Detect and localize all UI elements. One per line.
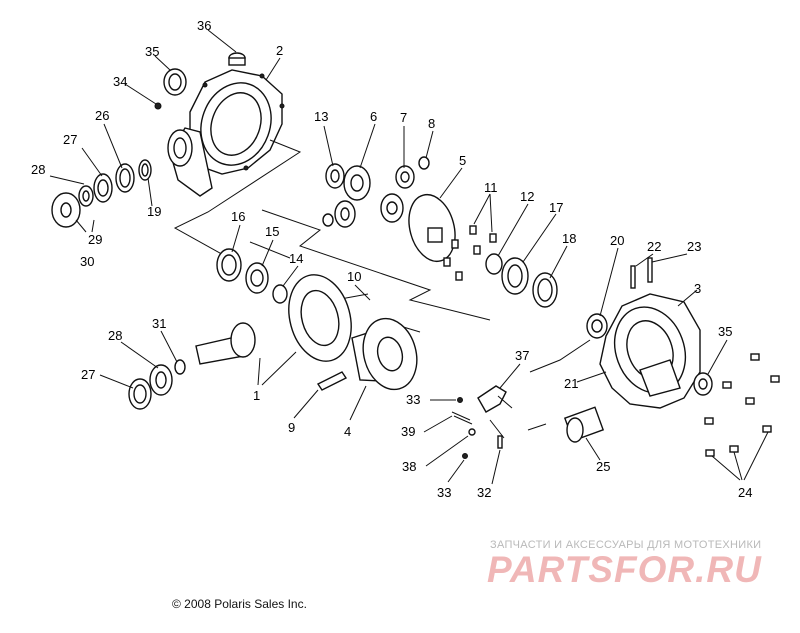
part-18-race[interactable] — [532, 272, 558, 308]
part-29-nut[interactable] — [78, 185, 94, 207]
label-33-lower: 33 — [437, 485, 451, 500]
label-12: 12 — [520, 189, 534, 204]
part-14-ring[interactable] — [272, 284, 288, 304]
label-18: 18 — [562, 231, 576, 246]
leader-lines — [49, 29, 769, 485]
part-8-washer[interactable] — [418, 156, 430, 170]
label-37: 37 — [515, 348, 529, 363]
label-27-front: 27 — [63, 132, 77, 147]
part-5-ring-plate[interactable] — [402, 189, 462, 266]
label-13: 13 — [314, 109, 328, 124]
part-35-seal-rear[interactable] — [693, 372, 713, 396]
part-19-spacer[interactable] — [138, 159, 152, 181]
part-34-vent[interactable] — [154, 102, 162, 110]
label-24: 24 — [738, 485, 752, 500]
copyright-notice: © 2008 Polaris Sales Inc. — [172, 597, 307, 611]
label-16: 16 — [231, 209, 245, 224]
part-38-pin[interactable] — [468, 428, 476, 436]
label-6: 6 — [370, 109, 377, 124]
label-3: 3 — [694, 281, 701, 296]
part-37-shift-fork[interactable] — [477, 385, 513, 413]
label-23: 23 — [687, 239, 701, 254]
label-22: 22 — [647, 239, 661, 254]
part-9-pin[interactable] — [316, 371, 348, 391]
label-28-rear: 28 — [108, 328, 122, 343]
part-7-pinion-gear[interactable] — [395, 165, 415, 189]
label-31: 31 — [152, 316, 166, 331]
label-14: 14 — [289, 251, 303, 266]
label-1: 1 — [253, 388, 260, 403]
part-25-actuator[interactable] — [563, 406, 605, 443]
label-34: 34 — [113, 74, 127, 89]
part-33-clip-b[interactable] — [462, 453, 468, 459]
label-36: 36 — [197, 18, 211, 33]
part-20-seal[interactable] — [586, 313, 608, 339]
label-33-upper: 33 — [406, 392, 420, 407]
part-33-clip-a[interactable] — [457, 397, 463, 403]
label-11: 11 — [484, 180, 498, 195]
part-4-diff-case[interactable] — [351, 312, 424, 395]
part-28-bearing-rear[interactable] — [149, 364, 173, 396]
part-24-bolts[interactable] — [704, 353, 780, 457]
label-9: 9 — [288, 420, 295, 435]
label-15: 15 — [265, 224, 279, 239]
label-28-front: 28 — [31, 162, 45, 177]
label-25: 25 — [596, 459, 610, 474]
label-20: 20 — [610, 233, 624, 248]
part-32-pin[interactable] — [497, 435, 503, 449]
part-23-stud[interactable] — [647, 257, 653, 283]
part-15-bearing[interactable] — [245, 262, 269, 294]
part-13-thrust-washer[interactable] — [325, 163, 345, 189]
part-22-stud[interactable] — [630, 265, 636, 289]
callout-labels: 36 2 35 34 26 27 28 19 29 30 13 6 7 8 5 … — [31, 18, 752, 500]
label-35-front: 35 — [145, 44, 159, 59]
watermark-logo: PARTSFOR.RU — [487, 549, 762, 590]
label-26: 26 — [95, 108, 109, 123]
part-gear-lower[interactable] — [322, 193, 404, 228]
label-38: 38 — [402, 459, 416, 474]
label-19: 19 — [147, 204, 161, 219]
label-29: 29 — [88, 232, 102, 247]
part-27-bearing-rear[interactable] — [128, 378, 152, 410]
part-35-seal-front[interactable] — [163, 68, 187, 96]
part-30-flange[interactable] — [51, 192, 81, 228]
part-36-plug[interactable] — [228, 52, 246, 66]
part-27-bearing-front[interactable] — [93, 173, 113, 203]
label-8: 8 — [428, 116, 435, 131]
label-2: 2 — [276, 43, 283, 58]
part-17-bearing[interactable] — [501, 257, 529, 295]
part-3-rear-housing[interactable] — [599, 293, 701, 409]
part-31-washer[interactable] — [174, 359, 186, 375]
part-6-side-gear[interactable] — [343, 165, 371, 201]
part-39-spring[interactable] — [451, 411, 473, 425]
label-5: 5 — [459, 153, 466, 168]
label-21: 21 — [564, 376, 578, 391]
label-7: 7 — [400, 110, 407, 125]
label-39: 39 — [401, 424, 415, 439]
part-1-ring-gear-pinion[interactable] — [195, 268, 360, 369]
label-27-rear: 27 — [81, 367, 95, 382]
part-12-ring[interactable] — [485, 253, 503, 275]
label-35-rear: 35 — [718, 324, 732, 339]
part-16-race[interactable] — [216, 248, 242, 282]
label-4: 4 — [344, 424, 351, 439]
part-11-bolts[interactable] — [443, 225, 497, 281]
label-30: 30 — [80, 254, 94, 269]
part-26-bearing-race[interactable] — [115, 163, 135, 193]
label-32: 32 — [477, 485, 491, 500]
label-10: 10 — [347, 269, 361, 284]
label-17: 17 — [549, 200, 563, 215]
part-2-front-housing[interactable] — [167, 69, 285, 197]
watermark-subtitle: ЗАПЧАСТИ И АКСЕССУАРЫ ДЛЯ МОТОТЕХНИКИ — [490, 539, 762, 551]
